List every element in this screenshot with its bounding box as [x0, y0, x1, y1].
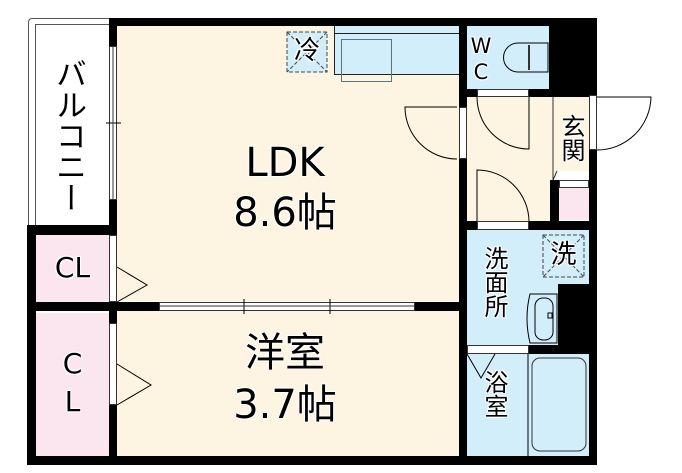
bathroom-label: 浴室 [480, 370, 508, 418]
wall-outer-left [27, 225, 36, 465]
wall-right-lower [589, 150, 597, 465]
closet-lower-c: C [62, 347, 83, 380]
refrigerator-label: 冷 [293, 36, 320, 66]
wc-label: WC [469, 34, 493, 86]
wall-center-vertical [459, 18, 467, 465]
balcony-inner-rail [35, 24, 111, 226]
bathroom-door-opening[interactable] [467, 345, 529, 354]
closet-upper-door[interactable] [109, 235, 117, 302]
wall-closet-top [27, 225, 117, 235]
washroom-door-opening[interactable] [477, 221, 529, 230]
wall-shoe-left [550, 180, 559, 230]
closet-upper [36, 235, 109, 302]
closet-lower [36, 313, 109, 456]
wall-bottom [27, 456, 597, 465]
hallway [467, 97, 557, 221]
wall-mid-horizontal-left [27, 302, 159, 311]
western-room-size: 3.7帖 [233, 382, 337, 428]
closet-lower-door[interactable] [109, 323, 117, 405]
western-room [117, 310, 461, 456]
wall-mid-horizontal-right [415, 302, 467, 311]
wall-right-upper [589, 89, 597, 95]
wall-closet-lower-right-top [109, 311, 117, 323]
wall-left-ldk-lower [109, 200, 117, 235]
wall-wash-machine-block [558, 284, 589, 354]
closet-upper-label: CL [54, 251, 91, 284]
washroom-label: 洗面所 [480, 246, 508, 318]
wall-left-ldk-upper [109, 18, 117, 46]
ldk-size: 8.6帖 [233, 190, 337, 236]
balcony-label: バルコニー [50, 58, 86, 213]
wall-wash-top [467, 221, 597, 230]
wall-closet-lower-right-bottom [109, 405, 117, 456]
entrance-label: 玄関 [557, 114, 585, 162]
closet-lower-l: L [64, 384, 81, 418]
wall-wc-bottom [467, 89, 597, 97]
kitchen-counter [334, 26, 462, 75]
shoe-cabinet-door[interactable] [559, 180, 589, 188]
ldk-door-opening[interactable] [459, 107, 467, 159]
wc-door-opening[interactable] [477, 89, 529, 97]
entrance-room [557, 97, 589, 171]
wall-top-right-block [549, 18, 597, 89]
ldk-label: LDK [245, 140, 325, 186]
wall-top [109, 18, 567, 26]
western-room-label: 洋室 [245, 330, 325, 376]
washing-machine-label: 洗 [550, 240, 577, 270]
kitchen-sink [341, 39, 392, 82]
entrance-door-opening[interactable] [589, 95, 597, 150]
balcony [28, 18, 111, 226]
kitchen-counter-edge [334, 33, 461, 34]
